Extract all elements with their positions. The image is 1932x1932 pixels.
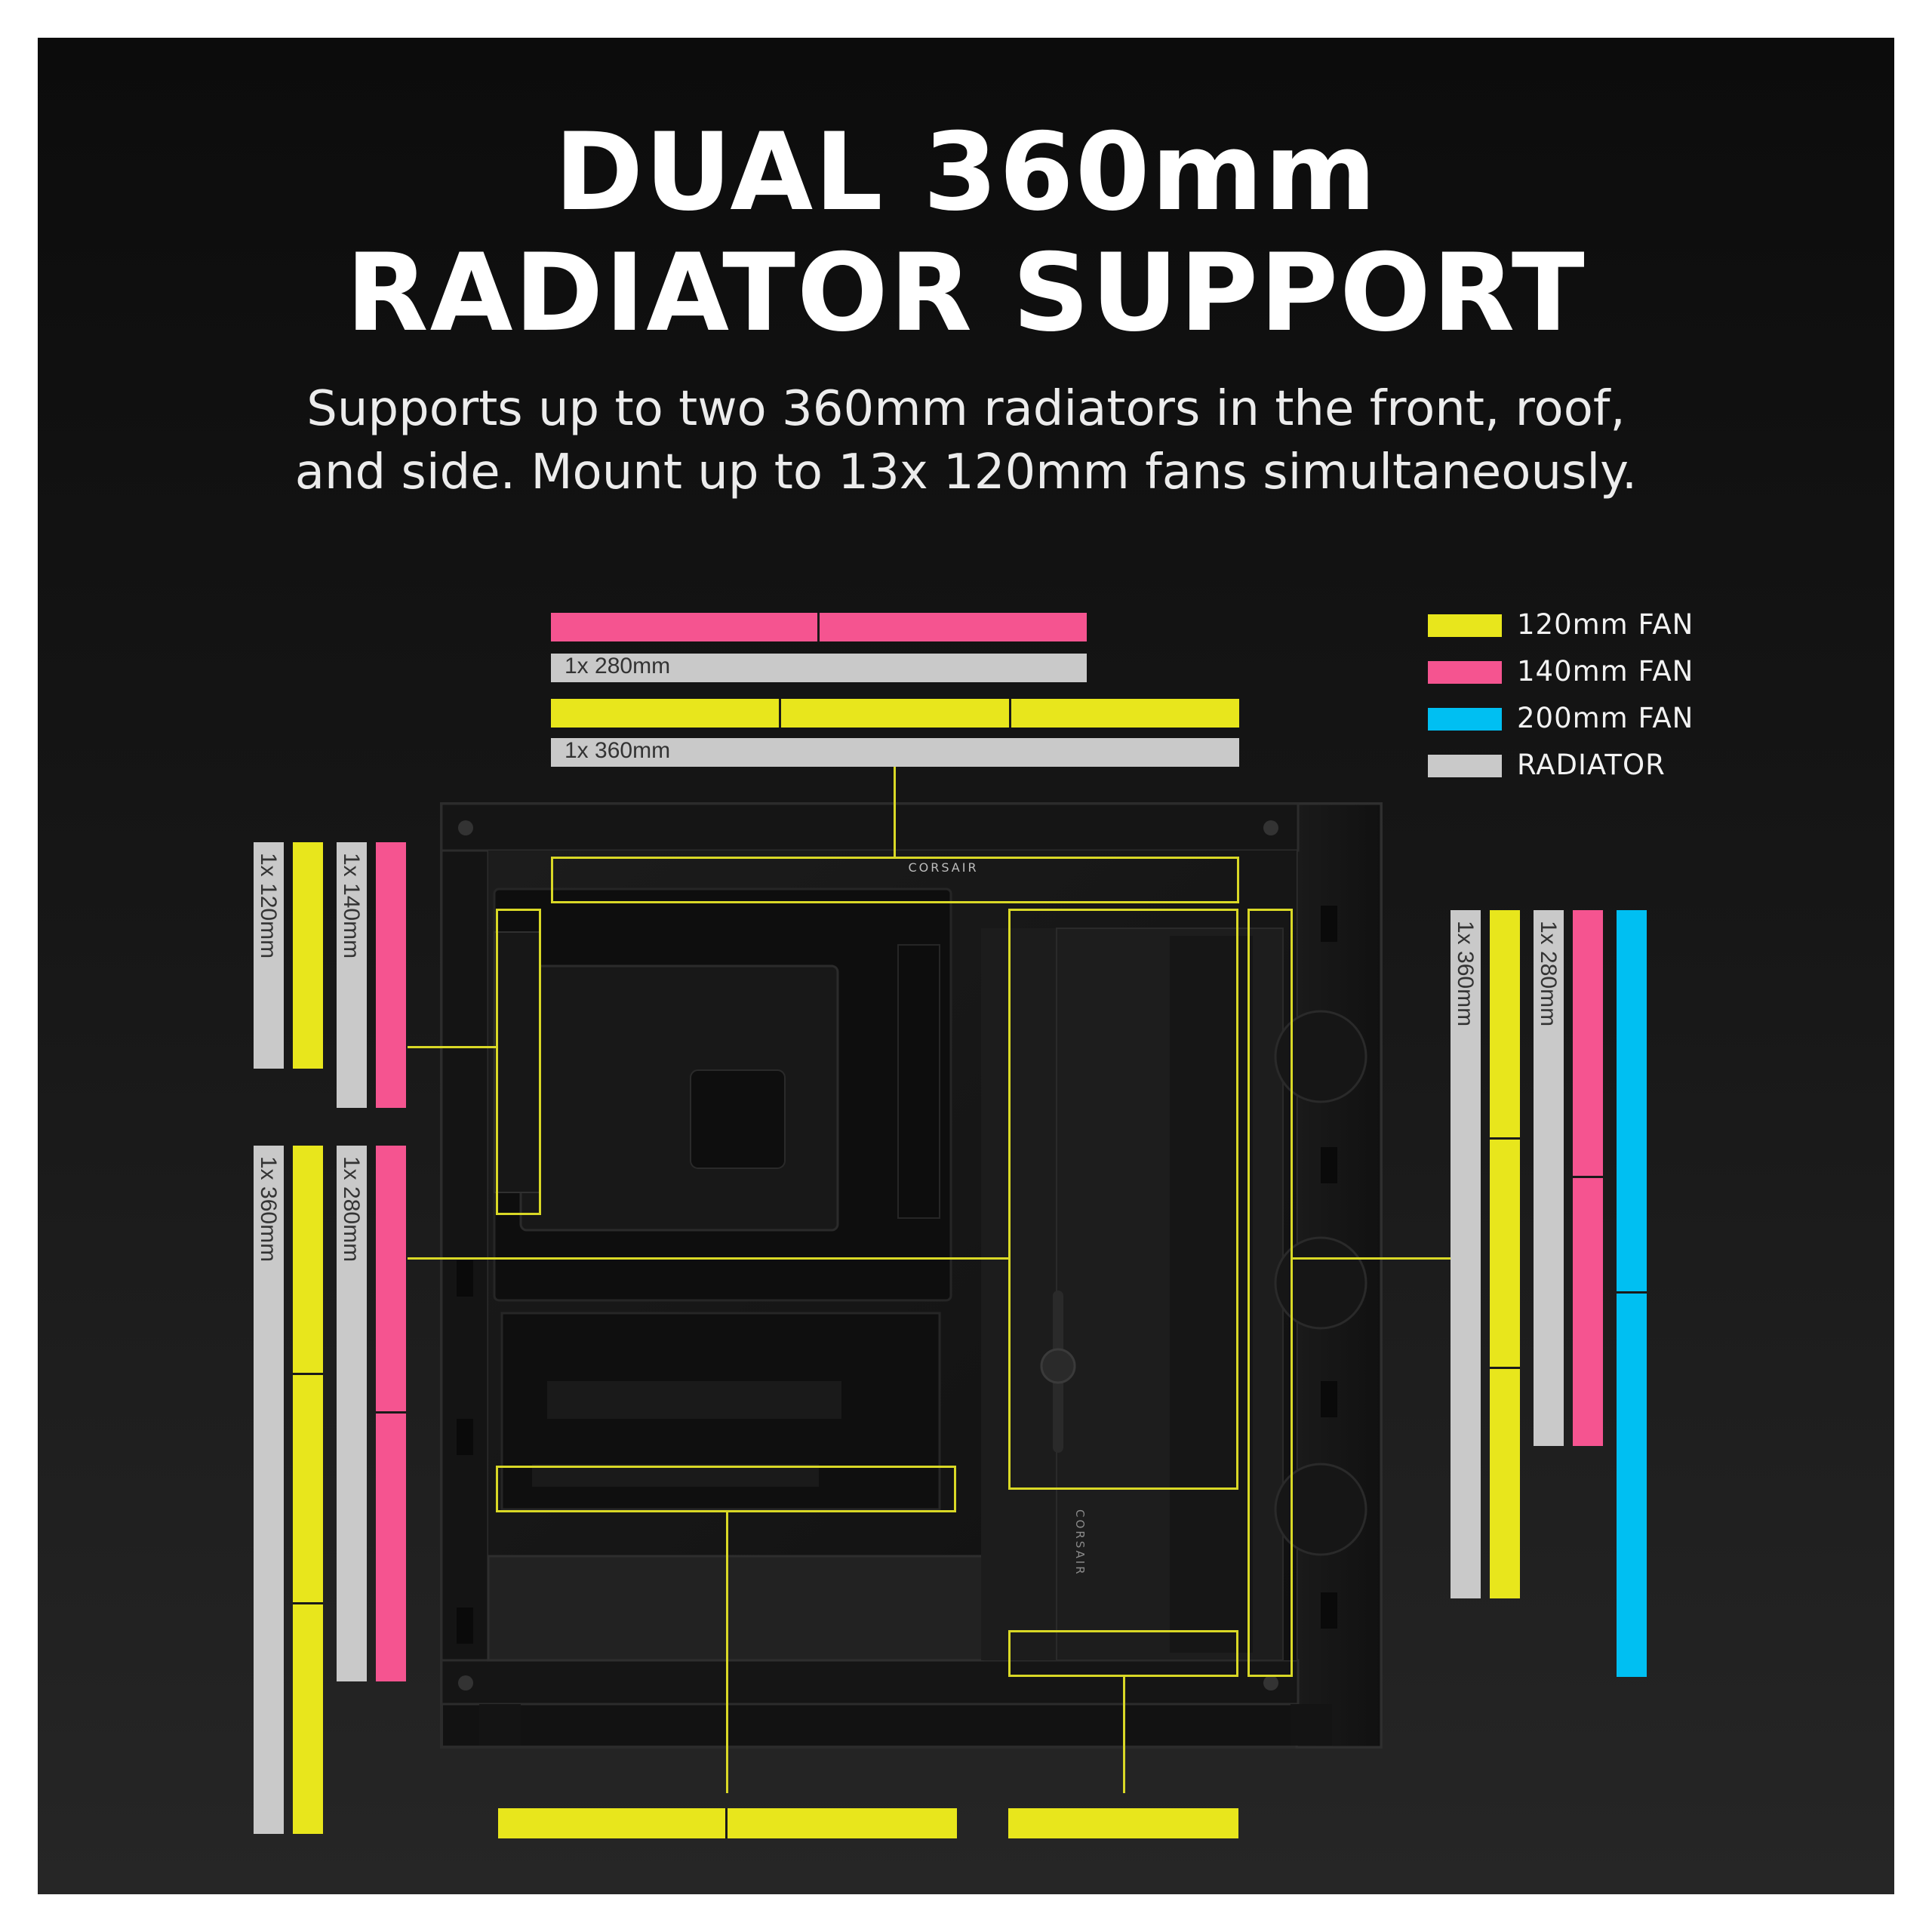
top-120mm-fan-2 (781, 699, 1011, 728)
legend-label-200mm-fan: 200mm FAN (1517, 702, 1694, 734)
top-radiator-280-label: 1x 280mm (565, 654, 671, 678)
side-radiator-280: 1x 280mm (1534, 910, 1564, 1446)
headline-line-2: RADIATOR SUPPORT (346, 231, 1586, 355)
legend-swatch-140mm-fan (1428, 661, 1502, 684)
infographic-panel: DUAL 360mm RADIATOR SUPPORT Supports up … (38, 38, 1894, 1894)
bottom-right-mount-highlight (1008, 1630, 1238, 1677)
front-radiator-360-label: 1x 360mm (256, 1156, 281, 1263)
front-120mm-fan-2 (293, 1375, 323, 1604)
legend-swatch-200mm-fan (1428, 708, 1502, 731)
side-200mm-fan-2 (1617, 1294, 1647, 1677)
rear-radiator-120-label: 1x 120mm (256, 853, 281, 959)
top-radiator-360: 1x 360mm (551, 738, 1239, 767)
case-brand-top: CORSAIR (908, 860, 979, 875)
bottom-120mm-fan-3 (1008, 1808, 1238, 1838)
top-120mm-fan-3 (1011, 699, 1239, 728)
top-radiator-360-label: 1x 360mm (565, 738, 671, 763)
top-radiator-280: 1x 280mm (551, 654, 1087, 682)
side-radiator-280-label: 1x 280mm (1536, 921, 1561, 1027)
rear-mount-highlight (496, 909, 541, 1215)
bottom-120mm-fan-1 (498, 1808, 728, 1838)
legend-swatch-120mm-fan (1428, 614, 1502, 637)
case-brand-side: CORSAIR (1073, 1509, 1087, 1577)
subtitle-line-2: and side. Mount up to 13x 120mm fans sim… (294, 445, 1638, 500)
legend-label-120mm-fan: 120mm FAN (1517, 608, 1694, 641)
top-140mm-fan-2 (820, 613, 1087, 641)
side-radiator-360-label: 1x 360mm (1453, 921, 1478, 1027)
legend-swatch-radiator (1428, 755, 1502, 777)
side-120mm-fan-2 (1490, 1140, 1520, 1369)
side-120mm-fan-3 (1490, 1369, 1520, 1598)
bottom-right-connector-line (1123, 1677, 1125, 1793)
side-200mm-fan-1 (1617, 910, 1647, 1294)
rear-radiator-140: 1x 140mm (337, 842, 367, 1108)
side-140mm-fan-1 (1573, 910, 1603, 1178)
side-120mm-fan-1 (1490, 910, 1520, 1140)
front-radiator-280: 1x 280mm (337, 1146, 367, 1681)
front-radiator-280-label: 1x 280mm (339, 1156, 364, 1263)
legend-label-radiator: RADIATOR (1517, 749, 1666, 781)
headline-line-1: DUAL 360mm (554, 110, 1378, 235)
front-140mm-fan-2 (376, 1414, 406, 1681)
front-140mm-fan-1 (376, 1146, 406, 1414)
side-140mm-fan-2 (1573, 1178, 1603, 1446)
bottom-left-mount-highlight (496, 1466, 956, 1512)
front-left-connector-line (408, 1257, 1009, 1260)
top-connector-line (894, 767, 896, 857)
side-connector-line (1292, 1257, 1451, 1260)
front-120mm-fan-3 (293, 1604, 323, 1834)
legend-label-140mm-fan: 140mm FAN (1517, 655, 1694, 688)
rear-radiator-120: 1x 120mm (254, 842, 284, 1069)
rear-120mm-fan (293, 842, 323, 1069)
pc-case-illustration (440, 802, 1383, 1749)
rear-radiator-140-label: 1x 140mm (339, 853, 364, 959)
top-140mm-fan-1 (551, 613, 820, 641)
side-mount-highlight (1008, 909, 1238, 1490)
subtitle-line-1: Supports up to two 360mm radiators in th… (306, 381, 1626, 437)
top-mount-highlight (551, 857, 1239, 903)
rear-connector-line (408, 1046, 497, 1048)
rear-140mm-fan (376, 842, 406, 1108)
side-radiator-360: 1x 360mm (1451, 910, 1481, 1598)
front-radiator-360: 1x 360mm (254, 1146, 284, 1834)
top-120mm-fan-1 (551, 699, 781, 728)
bottom-left-connector-line (726, 1512, 728, 1793)
bottom-120mm-fan-2 (728, 1808, 957, 1838)
front-mount-highlight (1247, 909, 1293, 1677)
front-120mm-fan-1 (293, 1146, 323, 1375)
